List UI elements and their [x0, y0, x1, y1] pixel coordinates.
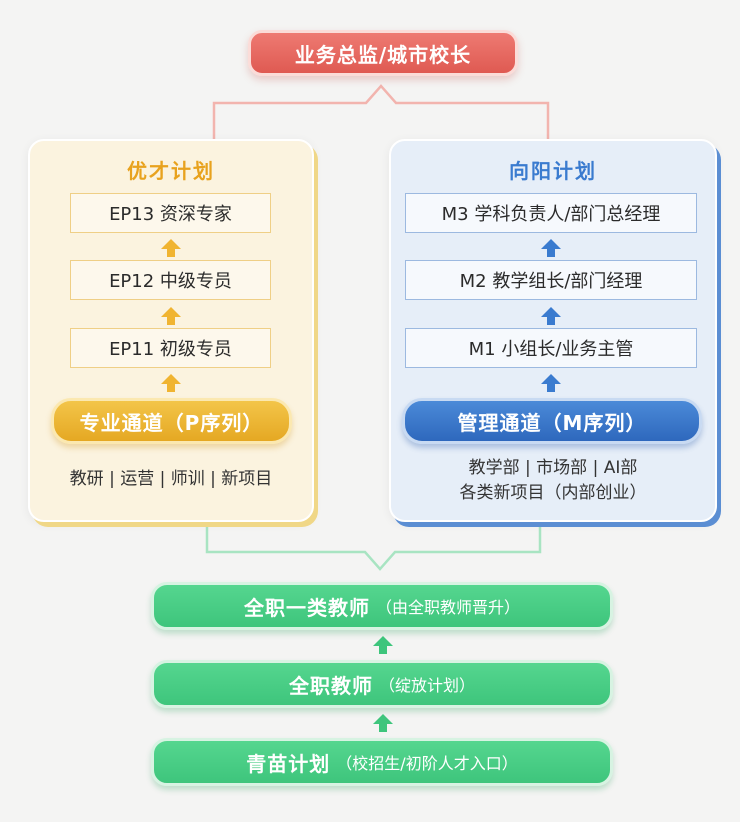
role-note: （绽放计划）	[378, 676, 475, 695]
arrow-up-icon	[373, 636, 393, 654]
seedling-plan-box: 青苗计划 （校招生/初阶人才入口）	[151, 738, 613, 786]
role-name: 全职教师	[288, 673, 373, 698]
role-name: 青苗计划	[246, 751, 331, 776]
channel-label: 管理通道（M序列）	[457, 410, 647, 435]
talent-plan-panel: 优才计划 EP13 资深专家 EP12 中级专员 EP11 初级专员 专业通道（…	[28, 139, 314, 522]
talent-departments: 教研 | 运营 | 师训 | 新项目	[69, 469, 273, 489]
top-role-label: 业务总监/城市校长	[294, 42, 472, 67]
fulltime-class1-teacher-box: 全职一类教师 （由全职教师晋升）	[151, 582, 613, 630]
arrow-up-icon	[541, 239, 561, 257]
role-note: （由全职教师晋升）	[375, 598, 520, 617]
sunshine-departments-line1: 教学部 | 市场部 | AI部	[468, 458, 638, 478]
panel-title-sunshine: 向阳计划	[509, 159, 597, 183]
arrow-up-icon	[161, 307, 181, 325]
step-m1: M1 小组长/业务主管	[405, 328, 697, 368]
arrow-up-icon	[161, 374, 181, 392]
sunshine-departments-line2: 各类新项目（内部创业）	[459, 483, 647, 503]
arrow-up-icon	[541, 307, 561, 325]
sunshine-plan-panel: 向阳计划 M3 学科负责人/部门总经理 M2 教学组长/部门经理 M1 小组长/…	[389, 139, 717, 522]
step-label: EP12 中级专员	[109, 271, 232, 292]
professional-channel-badge: 专业通道（P序列）	[51, 398, 292, 444]
step-label: EP11 初级专员	[109, 339, 232, 360]
arrow-up-icon	[161, 239, 181, 257]
management-channel-badge: 管理通道（M序列）	[402, 398, 702, 444]
step-label: M2 教学组长/部门经理	[459, 271, 643, 292]
step-ep12: EP12 中级专员	[70, 260, 271, 300]
step-m2: M2 教学组长/部门经理	[405, 260, 697, 300]
step-ep11: EP11 初级专员	[70, 328, 271, 368]
role-name: 全职一类教师	[243, 595, 370, 620]
step-ep13: EP13 资深专家	[70, 193, 271, 233]
arrow-up-icon	[373, 714, 393, 732]
channel-label: 专业通道（P序列）	[79, 410, 264, 435]
top-role-box: 业务总监/城市校长	[248, 30, 518, 76]
arrow-up-icon	[541, 374, 561, 392]
step-label: M3 学科负责人/部门总经理	[441, 204, 661, 225]
step-m3: M3 学科负责人/部门总经理	[405, 193, 697, 233]
role-note: （校招生/初阶人才入口）	[336, 754, 518, 773]
panel-title-talent: 优才计划	[127, 159, 215, 183]
step-label: EP13 资深专家	[109, 204, 232, 225]
step-label: M1 小组长/业务主管	[468, 339, 634, 360]
fulltime-teacher-box: 全职教师 （绽放计划）	[151, 660, 613, 708]
